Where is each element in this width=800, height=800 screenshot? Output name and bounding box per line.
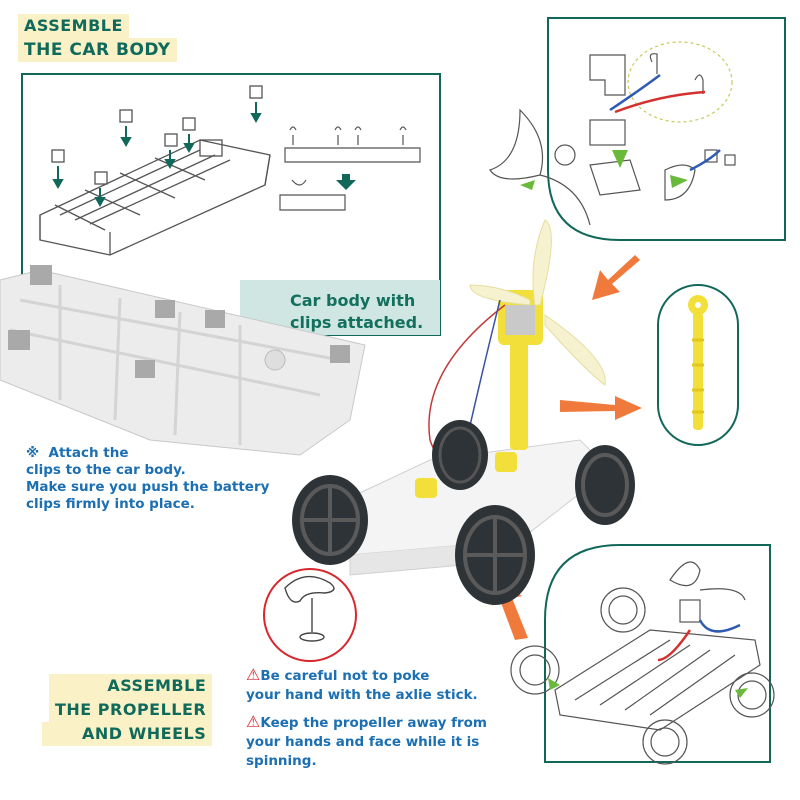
reference-mark: ※ <box>26 445 40 461</box>
note-line-3: Make sure you push the battery <box>26 479 270 495</box>
warning-2-line-1: Keep the propeller away from <box>260 715 487 731</box>
warning-triangle-icon: ⚠ <box>246 712 261 731</box>
car-body-side-view <box>279 126 421 211</box>
side-view-down-arrow <box>336 174 356 190</box>
warning-1-line-1: Be careful not to poke <box>260 668 430 684</box>
car-body-line-drawing <box>39 85 271 256</box>
heading-line-car-body: THE CAR BODY <box>18 38 177 62</box>
warning-2-line-3: spinning. <box>246 753 317 769</box>
warning-triangle-icon: ⚠ <box>246 665 261 684</box>
orange-arrow-down-left <box>592 255 640 300</box>
motor-frame <box>547 17 786 241</box>
heading-line-assemble-2: ASSEMBLE <box>49 674 213 698</box>
wheel-front-left <box>292 475 368 565</box>
wheel-front-right <box>455 505 535 605</box>
warning-1-line-2: your hand with the axlie stick. <box>246 687 478 703</box>
wheels-assembly-drawing <box>510 561 775 765</box>
axle-stick-frame <box>657 284 739 446</box>
note-line-2: clips to the car body. <box>26 462 186 478</box>
wheel-rear-left <box>432 420 488 490</box>
warning-axle-stick: ⚠Be careful not to poke your hand with t… <box>246 665 478 705</box>
orange-arrow-right <box>560 396 642 420</box>
hand-drawing <box>284 575 335 642</box>
note-line-1: Attach the <box>48 445 129 461</box>
warning-propeller: ⚠Keep the propeller away from your hands… <box>246 712 487 771</box>
heading-line-wheels: AND WHEELS <box>42 722 213 746</box>
motor-wires <box>609 73 721 172</box>
section-propeller-heading: ASSEMBLE THE PROPELLER AND WHEELS <box>42 674 213 746</box>
heading-line-assemble: ASSEMBLE <box>18 14 129 38</box>
caption-line-2: clips attached. <box>290 313 424 332</box>
note-line-4: clips firmly into place. <box>26 496 195 512</box>
car-body-caption: Car body with clips attached. <box>290 290 423 334</box>
section-car-body-heading: ASSEMBLE THE CAR BODY <box>18 14 177 62</box>
wheels-frame <box>544 544 771 763</box>
caption-line-1: Car body with <box>290 291 416 310</box>
attach-clips-note: ※ Attach the clips to the car body. Make… <box>26 445 269 513</box>
wheel-rear-right <box>575 445 635 525</box>
warning-2-line-2: your hands and face while it is <box>246 734 480 750</box>
clip-down-arrows <box>52 102 262 208</box>
motor-green-arrows <box>520 150 688 190</box>
heading-line-propeller: THE PROPELLER <box>49 698 213 722</box>
wheels-green-arrows <box>548 678 748 698</box>
wheels-wires <box>657 619 741 662</box>
motor-assembly-drawing <box>489 41 736 226</box>
car-body-photo <box>0 265 366 456</box>
axle-stick <box>688 295 708 430</box>
hand-warning-circle <box>263 568 357 662</box>
